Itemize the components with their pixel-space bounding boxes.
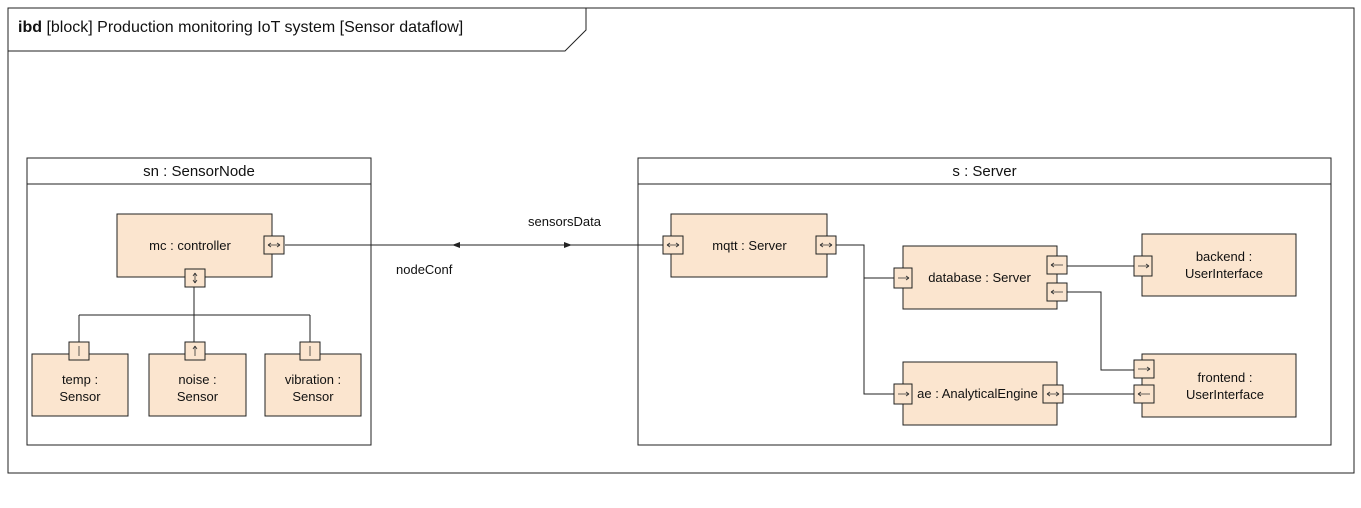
flow-arrow-right	[564, 242, 572, 248]
part-noise-name: noise :	[178, 372, 217, 387]
parts	[31, 213, 1297, 426]
part-mqtt-label: mqtt : Server	[712, 238, 787, 253]
flow-label-node-conf: nodeConf	[396, 262, 453, 277]
server-title: s : Server	[952, 163, 1017, 180]
part-vibration-name: vibration :	[284, 372, 342, 387]
part-backend-label: backend : UserInterface	[1152, 234, 1296, 296]
part-backend-name: backend :	[1195, 249, 1253, 264]
part-frontend-type: UserInterface	[1185, 386, 1265, 402]
part-controller-label: mc : controller	[149, 238, 231, 253]
frame-title-tab	[8, 8, 587, 52]
part-ae-label: ae : AnalyticalEngine	[917, 386, 1038, 401]
part-frontend-name: frontend :	[1197, 369, 1253, 385]
frame-title: ibd [block] Production monitoring IoT sy…	[18, 19, 463, 37]
part-vibration-box[interactable]	[264, 353, 362, 417]
connector-database-frontend[interactable]	[1067, 291, 1134, 371]
part-controller-box[interactable]	[116, 213, 273, 278]
connectors	[78, 244, 1134, 395]
part-database-box[interactable]	[902, 245, 1058, 310]
part-noise-box[interactable]	[148, 353, 247, 417]
part-backend-type: UserInterface	[1184, 266, 1264, 281]
part-temp-label: temp : Sensor	[32, 360, 128, 416]
part-temp-box[interactable]	[31, 353, 129, 417]
part-database-label: database : Server	[928, 270, 1031, 285]
part-mqtt-box[interactable]	[670, 213, 828, 278]
part-backend-box[interactable]	[1141, 233, 1297, 297]
diagram-frame	[7, 7, 1355, 474]
part-vibration-label: vibration : Sensor	[265, 360, 361, 416]
flow-label-sensors-data: sensorsData	[528, 214, 601, 229]
part-frontend-box[interactable]	[1141, 353, 1297, 418]
connector-mqtt-ae[interactable]	[863, 278, 895, 395]
connector-mqtt-database[interactable]	[835, 244, 895, 279]
part-temp-name: temp :	[61, 372, 99, 387]
part-ae-box[interactable]	[902, 361, 1058, 426]
part-temp-type: Sensor	[59, 389, 101, 404]
part-frontend-label: frontend : UserInterface	[1154, 354, 1296, 417]
frame-kind: ibd	[18, 19, 42, 36]
part-vibration-type: Sensor	[292, 389, 334, 404]
flow-arrow-left	[452, 242, 460, 248]
port-arrows	[78, 242, 1151, 397]
part-noise-type: Sensor	[176, 389, 219, 404]
sensor-node-title: sn : SensorNode	[143, 163, 255, 180]
part-noise-label: noise : Sensor	[149, 360, 246, 416]
frame-title-text: [block] Production monitoring IoT system…	[46, 19, 464, 36]
